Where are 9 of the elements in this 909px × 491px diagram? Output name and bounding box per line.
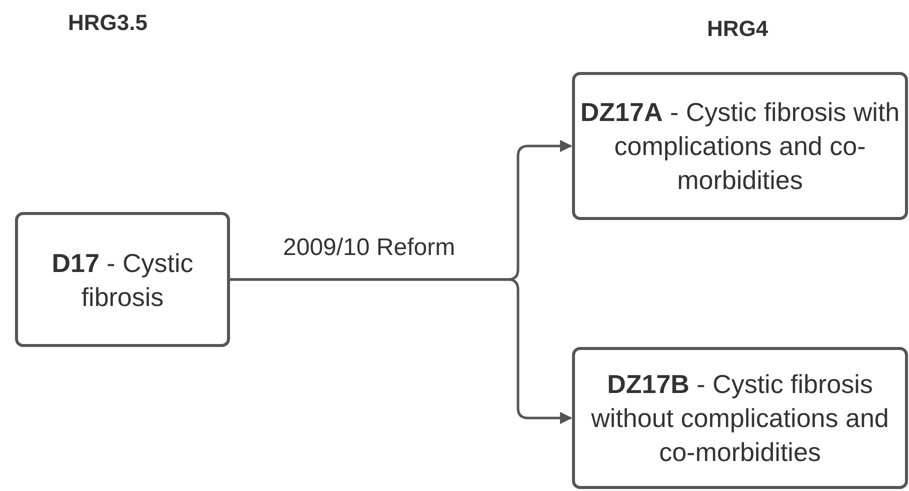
column-heading: HRG3.5 — [68, 10, 148, 36]
process-box — [15, 212, 230, 347]
node-text: DZ17A - Cystic fibrosis with complications and co-morbidities — [579, 96, 901, 197]
connector-arrow — [230, 278, 572, 424]
node-text: D17 - Cystic fibrosis — [50, 246, 194, 314]
column-heading: HRG4 — [707, 16, 768, 42]
process-box — [572, 347, 908, 489]
process-box — [572, 72, 908, 220]
node-text: DZ17B - Cystic fibrosis without complications and co-morbidities — [590, 368, 890, 469]
